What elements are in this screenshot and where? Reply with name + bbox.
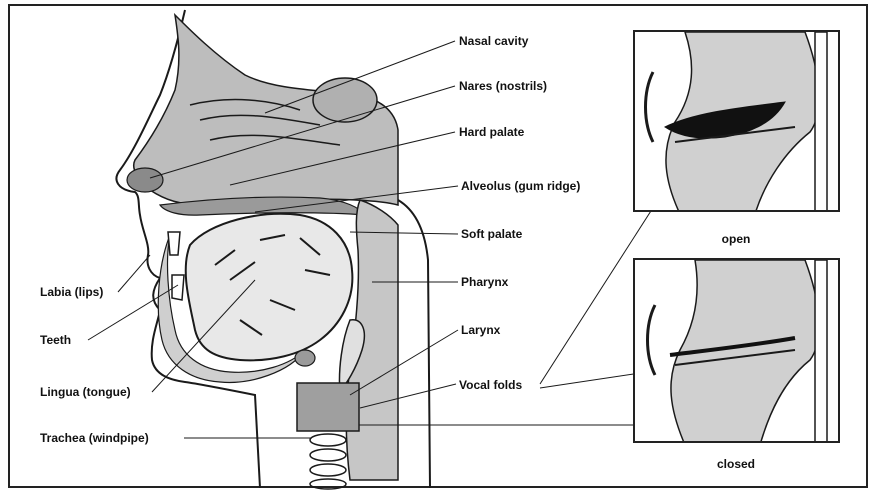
hyoid	[295, 350, 315, 366]
inset-open-caption: open	[696, 232, 776, 246]
inset-closed-frame	[633, 258, 840, 443]
label-labia: Labia (lips)	[40, 285, 103, 299]
tongue-shape	[186, 214, 353, 360]
label-vocal-folds: Vocal folds	[459, 378, 522, 392]
inset-open-frame	[633, 30, 840, 212]
label-trachea: Trachea (windpipe)	[40, 431, 149, 445]
label-larynx: Larynx	[461, 323, 500, 337]
label-alveolus: Alveolus (gum ridge)	[461, 179, 580, 193]
label-teeth: Teeth	[40, 333, 71, 347]
vocal-folds-closed-illustration	[635, 260, 840, 443]
label-hard-palate: Hard palate	[459, 125, 524, 139]
label-lingua: Lingua (tongue)	[40, 385, 131, 399]
turbinate	[313, 78, 377, 122]
label-soft-palate: Soft palate	[461, 227, 522, 241]
upper-teeth	[168, 232, 180, 255]
label-nasal-cavity: Nasal cavity	[459, 34, 528, 48]
neck-outline	[398, 200, 430, 488]
nostril	[127, 168, 163, 192]
label-pharynx: Pharynx	[461, 275, 508, 289]
trachea-rings	[310, 434, 346, 489]
inset-closed-caption: closed	[696, 457, 776, 471]
leader-labia	[118, 255, 150, 292]
label-nares: Nares (nostrils)	[459, 79, 547, 93]
vocal-folds-open-illustration	[635, 32, 840, 212]
larynx-box	[297, 383, 359, 431]
